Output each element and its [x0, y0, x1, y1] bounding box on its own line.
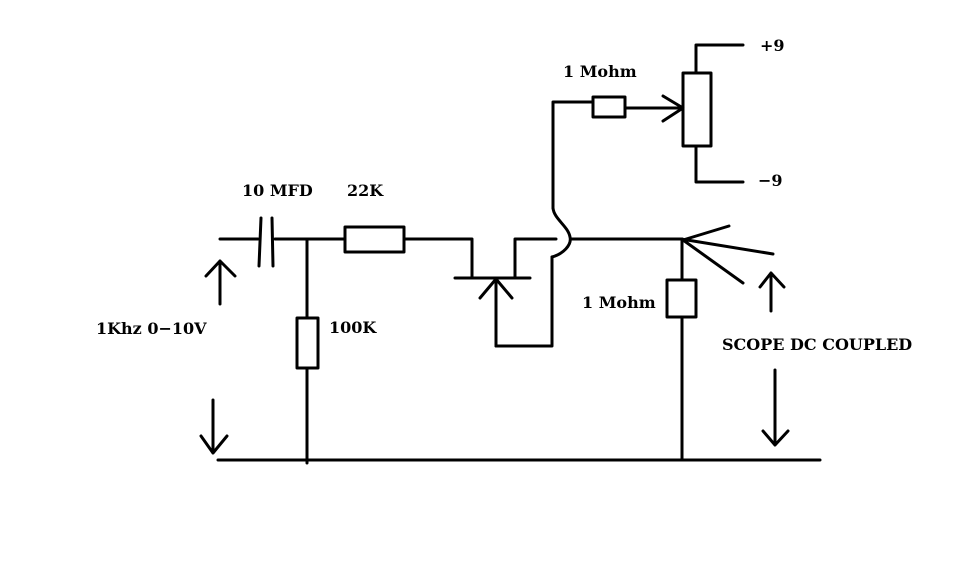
emitter-wire: [494, 255, 554, 348]
scope-arrow-up-icon: [758, 271, 786, 313]
label-scope-dc-coupled: SCOPE DC COUPLED: [722, 335, 912, 354]
label-plus-9: +9: [760, 36, 785, 55]
scope-probe-arrow: [679, 224, 775, 285]
resistor-1mohm-bias: [591, 95, 627, 119]
label-input-signal: 1Khz 0−10V: [96, 319, 207, 338]
transistor-emitter-arrow: [478, 276, 514, 348]
potentiometer-body: [681, 71, 713, 148]
capacitor-plate-right: [270, 216, 275, 268]
pot-negative-lead: [694, 144, 745, 184]
input-arrow-down-icon: [199, 398, 229, 455]
resistor-100k: [295, 316, 320, 370]
input-arrow-up-icon: [204, 259, 237, 306]
wiper-arrow: [623, 94, 685, 123]
label-1mohm-bias: 1 Mohm: [563, 62, 637, 81]
bias-wire: [551, 100, 595, 210]
gate-wire: [402, 237, 474, 280]
pot-positive-lead: [694, 43, 745, 75]
label-1mohm-load: 1 Mohm: [582, 293, 656, 312]
transistor-collector: [513, 237, 558, 280]
resistor-22k: [343, 225, 406, 254]
label-minus-9: −9: [758, 171, 783, 190]
capacitor-plate-left: [257, 216, 263, 268]
scope-arrow-down-icon: [761, 368, 790, 447]
label-100k: 100K: [329, 318, 377, 337]
label-capacitor: 10 MFD: [242, 181, 313, 200]
crossover-hump: [550, 206, 572, 259]
resistor-1mohm-load: [665, 278, 698, 319]
label-22k: 22K: [347, 181, 384, 200]
